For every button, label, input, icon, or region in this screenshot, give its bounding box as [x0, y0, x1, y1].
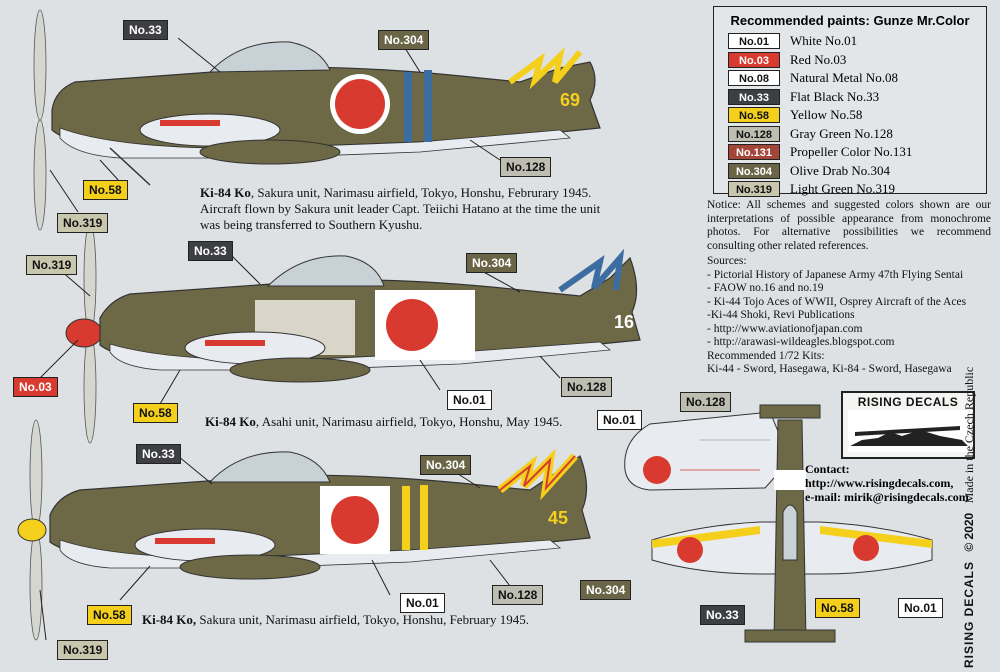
- logo-text: RISING DECALS: [857, 395, 959, 409]
- legend-name: Gray Green No.128: [790, 125, 893, 141]
- source-item: - http://www.aviationofjapan.com: [707, 322, 863, 335]
- vertical-copyright: © 2020: [962, 512, 976, 552]
- callout-detail-128: No.128: [680, 392, 732, 412]
- legend-code: No.304: [728, 162, 780, 179]
- callout-a3-33: No.33: [136, 444, 181, 464]
- notice-text: Notice: All schemes and suggested colors…: [707, 199, 991, 252]
- caption-a1-line3: was being transferred to Southern Kyushu…: [200, 217, 423, 232]
- legend-name: Flat Black No.33: [790, 88, 880, 104]
- legend-row: No.131 Propeller Color No.131: [728, 143, 986, 162]
- source-item: - FAOW no.16 and no.19: [707, 282, 824, 294]
- caption-a1-type: Ki-84 Ko: [200, 185, 251, 200]
- paint-legend: Recommended paints: Gunze Mr.Color No.01…: [713, 6, 987, 198]
- aircraft-3-number: 45: [548, 508, 568, 528]
- aircraft-1-number: 69: [560, 90, 580, 110]
- caption-aircraft-2: Ki-84 Ko, Asahi unit, Narimasu airfield,…: [205, 414, 562, 430]
- callout-a2-304: No.304: [466, 253, 518, 273]
- legend-row: No.08 Natural Metal No.08: [728, 69, 986, 88]
- callout-a1-304: No.304: [378, 30, 430, 50]
- legend-name: Propeller Color No.131: [790, 144, 913, 160]
- legend-name: Natural Metal No.08: [790, 70, 898, 86]
- callout-detail-58: No.58: [815, 598, 860, 618]
- callout-detail-33: No.33: [700, 605, 745, 625]
- sources-title: Sources:: [707, 255, 747, 267]
- caption-a3-line1: Sakura unit, Narimasu airfield, Tokyo, H…: [196, 612, 529, 627]
- legend-name: White No.01: [790, 33, 858, 49]
- rising-decals-logo: [841, 391, 975, 459]
- callout-a3-304: No.304: [420, 455, 472, 475]
- legend-title: Recommended paints: Gunze Mr.Color: [730, 13, 970, 28]
- callout-a3-128: No.128: [492, 585, 544, 605]
- aircraft-2: 16: [39, 222, 641, 444]
- callout-a2-128: No.128: [561, 377, 613, 397]
- callout-a2-03: No.03: [13, 377, 58, 397]
- callout-a2-319: No.319: [26, 255, 78, 275]
- vertical-made: Made in the Czech Republic: [962, 366, 976, 504]
- legend-name: Yellow No.58: [790, 107, 863, 123]
- contact-title: Contact:: [805, 462, 850, 476]
- top-view: [651, 404, 933, 643]
- caption-aircraft-3: Ki-84 Ko, Sakura unit, Narimasu airfield…: [142, 612, 529, 628]
- legend-name: Red No.03: [790, 51, 847, 67]
- legend-code: No.03: [728, 51, 780, 68]
- legend-name: Light Green No.319: [790, 181, 896, 197]
- source-item: -Ki-44 Shoki, Revi Publications: [707, 309, 855, 321]
- source-item: - http://arawasi-wildeagles.blogspot.com: [707, 336, 895, 348]
- legend-name: Olive Drab No.304: [790, 162, 891, 178]
- legend-row: No.304 Olive Drab No.304: [728, 162, 986, 181]
- aircraft-2-number: 16: [614, 312, 634, 332]
- contact-web[interactable]: http://www.risingdecals.com,: [805, 476, 954, 490]
- callout-a2-33: No.33: [188, 241, 233, 261]
- caption-a1-line2: Aircraft flown by Sakura unit leader Cap…: [200, 201, 601, 216]
- callout-a1-319: No.319: [57, 213, 109, 233]
- source-item: - Ki-44 Tojo Aces of WWII, Osprey Aircra…: [707, 295, 967, 308]
- legend-row: No.319 Light Green No.319: [728, 180, 986, 199]
- caption-a2-type: Ki-84 Ko: [205, 414, 256, 429]
- callout-a1-58: No.58: [83, 180, 128, 200]
- aircraft-1: 69: [33, 9, 601, 231]
- legend-code: No.131: [728, 144, 780, 161]
- caption-a1-line1: , Sakura unit, Narimasu airfield, Tokyo,…: [250, 185, 592, 200]
- source-item: - Pictorial History of Japanese Army 47t…: [707, 268, 964, 281]
- legend-row: No.01 White No.01: [728, 32, 986, 51]
- callout-a3-01: No.01: [400, 593, 445, 613]
- notes-block: Notice: All schemes and suggested colors…: [707, 199, 991, 377]
- callout-a3-319: No.319: [57, 640, 109, 660]
- callout-detail-01a: No.01: [597, 410, 642, 430]
- contact-email[interactable]: e-mail: mirik@risingdecals.com: [805, 490, 969, 504]
- legend-code: No.319: [728, 181, 780, 198]
- callout-a1-128: No.128: [500, 157, 552, 177]
- contact-block: Contact: http://www.risingdecals.com, e-…: [805, 462, 969, 504]
- aircraft-3: 45: [17, 419, 591, 641]
- legend-code: No.128: [728, 125, 780, 142]
- callout-a2-58: No.58: [133, 403, 178, 423]
- legend-code: No.33: [728, 88, 780, 105]
- fuselage-detail: [624, 411, 791, 491]
- legend-code: No.01: [728, 33, 780, 50]
- vertical-footer: RISING DECALS © 2020 Made in the Czech R…: [962, 367, 977, 668]
- callout-a1-33: No.33: [123, 20, 168, 40]
- kits-text: Ki-44 - Sword, Hasegawa, Ki-84 - Sword, …: [707, 363, 952, 375]
- legend-row: No.58 Yellow No.58: [728, 106, 986, 125]
- legend-row: No.128 Gray Green No.128: [728, 125, 986, 144]
- caption-aircraft-1: Ki-84 Ko, Sakura unit, Narimasu airfield…: [200, 185, 600, 233]
- callout-detail-01b: No.01: [898, 598, 943, 618]
- vertical-brand: RISING DECALS: [962, 560, 976, 668]
- callout-detail-304: No.304: [580, 580, 632, 600]
- callout-a2-01: No.01: [447, 390, 492, 410]
- caption-a3-type: Ki-84 Ko,: [142, 612, 197, 627]
- legend-code: No.08: [728, 70, 780, 87]
- legend-code: No.58: [728, 107, 780, 124]
- legend-row: No.03 Red No.03: [728, 51, 986, 70]
- callout-a3-58: No.58: [87, 605, 132, 625]
- legend-row: No.33 Flat Black No.33: [728, 88, 986, 107]
- caption-a2-line1: , Asahi unit, Narimasu airfield, Tokyo, …: [255, 414, 563, 429]
- kits-title: Recommended 1/72 Kits:: [707, 349, 825, 362]
